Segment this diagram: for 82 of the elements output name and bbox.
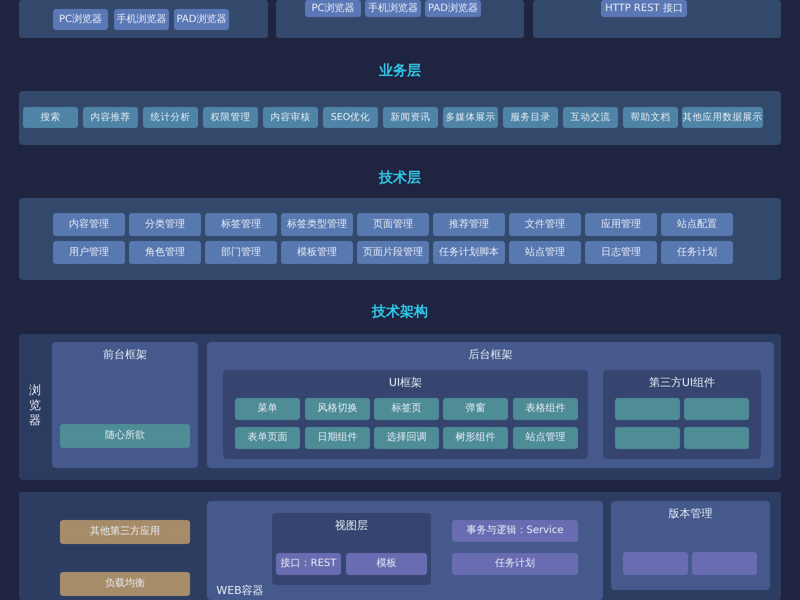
module-box: 事务与逻辑：Service bbox=[452, 520, 578, 542]
module-box: 内容审核 bbox=[263, 107, 318, 128]
module-box: 权限管理 bbox=[203, 107, 258, 128]
module-box: 互动交流 bbox=[563, 107, 618, 128]
panel-title: WEB容器 bbox=[216, 583, 264, 599]
module-box: 菜单 bbox=[235, 398, 300, 420]
module-box: 负载均衡 bbox=[60, 572, 190, 596]
panel-title: 视图层 bbox=[335, 518, 368, 534]
module-box: 内容管理 bbox=[53, 213, 125, 236]
panel-title: 第三方UI组件 bbox=[648, 375, 716, 391]
module-box: 手机浏览器 bbox=[365, 0, 421, 17]
panel bbox=[223, 370, 588, 459]
section-heading: 技术层 bbox=[379, 169, 421, 188]
module-box: 任务计划 bbox=[661, 241, 733, 264]
panel bbox=[611, 501, 770, 590]
module-box: PC浏览器 bbox=[53, 9, 108, 30]
module-box: 模板 bbox=[346, 553, 427, 575]
module-box bbox=[684, 427, 749, 449]
module-box: 角色管理 bbox=[129, 241, 201, 264]
module-box: 服务目录 bbox=[503, 107, 558, 128]
panel bbox=[276, 0, 524, 38]
module-box: 标签管理 bbox=[205, 213, 277, 236]
module-box: 站点管理 bbox=[509, 241, 581, 264]
module-box: 文件管理 bbox=[509, 213, 581, 236]
module-box: 其他应用数据展示 bbox=[682, 107, 763, 128]
module-box: 内容推荐 bbox=[83, 107, 138, 128]
module-box: 用户管理 bbox=[53, 241, 125, 264]
panel bbox=[272, 513, 431, 585]
module-box: 站点管理 bbox=[513, 427, 578, 449]
panel bbox=[603, 370, 761, 459]
module-box: 接口：REST bbox=[276, 553, 341, 575]
module-box: 站点配置 bbox=[661, 213, 733, 236]
module-box: 标签页 bbox=[374, 398, 439, 420]
module-box bbox=[623, 552, 688, 575]
module-box bbox=[615, 398, 680, 420]
module-box: SEO优化 bbox=[323, 107, 378, 128]
module-box: 任务计划 bbox=[452, 553, 578, 575]
module-box: 选择回调 bbox=[374, 427, 439, 449]
module-box bbox=[692, 552, 757, 575]
module-box: 表单页面 bbox=[235, 427, 300, 449]
module-box: 模板管理 bbox=[281, 241, 353, 264]
module-box: 分类管理 bbox=[129, 213, 201, 236]
module-box: 帮助文档 bbox=[623, 107, 678, 128]
panel bbox=[533, 0, 781, 38]
module-box: 手机浏览器 bbox=[114, 9, 169, 30]
section-heading: 技术架构 bbox=[372, 303, 428, 322]
module-box: 树形组件 bbox=[443, 427, 508, 449]
panel-title: 前台框架 bbox=[103, 347, 147, 363]
module-box bbox=[684, 398, 749, 420]
module-box bbox=[615, 427, 680, 449]
panel bbox=[19, 492, 781, 600]
module-box: 统计分析 bbox=[143, 107, 198, 128]
module-box: 弹窗 bbox=[443, 398, 508, 420]
module-box: 推荐管理 bbox=[433, 213, 505, 236]
module-box: 日期组件 bbox=[305, 427, 370, 449]
module-box: 随心所欲 bbox=[60, 424, 190, 448]
panel bbox=[207, 501, 603, 600]
module-box: 部门管理 bbox=[205, 241, 277, 264]
panel bbox=[52, 342, 198, 468]
module-box: 页面片段管理 bbox=[357, 241, 429, 264]
module-box: 其他第三方应用 bbox=[60, 520, 190, 544]
module-box: 日志管理 bbox=[585, 241, 657, 264]
module-box: 页面管理 bbox=[357, 213, 429, 236]
module-box: 新闻资讯 bbox=[383, 107, 438, 128]
panel bbox=[207, 342, 774, 468]
panel bbox=[19, 0, 268, 38]
panel-title: 后台框架 bbox=[468, 347, 512, 363]
module-box: 风格切换 bbox=[305, 398, 370, 420]
module-box: PAD浏览器 bbox=[425, 0, 481, 17]
panel-title: UI框架 bbox=[388, 375, 422, 391]
side-label: 浏览器 bbox=[29, 383, 42, 428]
module-box: PAD浏览器 bbox=[174, 9, 229, 30]
module-box: PC浏览器 bbox=[305, 0, 361, 17]
panel-title: 版本管理 bbox=[668, 506, 712, 522]
module-box: HTTP REST 接口 bbox=[601, 0, 687, 17]
module-box: 搜索 bbox=[23, 107, 78, 128]
module-box: 应用管理 bbox=[585, 213, 657, 236]
module-box: 任务计划脚本 bbox=[433, 241, 505, 264]
section-heading: 业务层 bbox=[379, 62, 421, 81]
module-box: 表格组件 bbox=[513, 398, 578, 420]
module-box: 多媒体展示 bbox=[443, 107, 498, 128]
module-box: 标签类型管理 bbox=[281, 213, 353, 236]
